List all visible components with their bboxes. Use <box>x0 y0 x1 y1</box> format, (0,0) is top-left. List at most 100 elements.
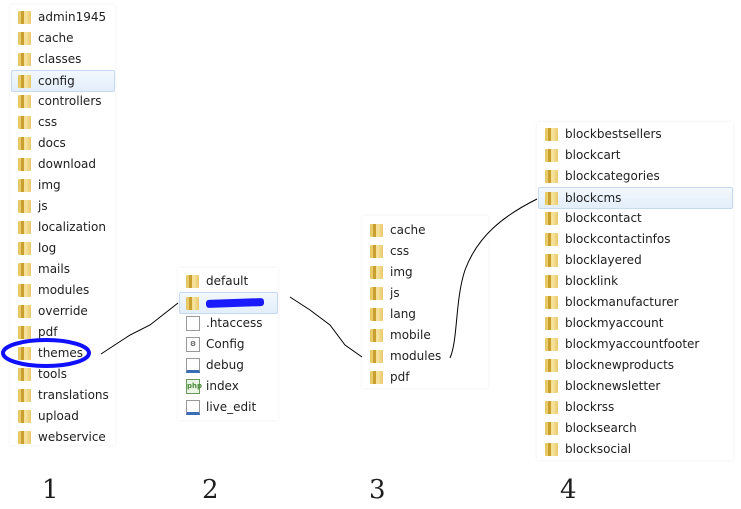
item-label: blockmyaccountfooter <box>565 337 700 351</box>
item-label: blockcms <box>565 191 622 205</box>
item-label: modules <box>390 349 442 363</box>
folder-item[interactable]: upload <box>12 406 115 426</box>
folder-icon <box>18 283 32 297</box>
folder-item[interactable]: classes <box>12 49 115 69</box>
folder-item[interactable]: pdf <box>12 322 115 342</box>
folder-icon <box>545 337 559 351</box>
folder-item[interactable]: blockcms <box>538 187 733 209</box>
folder-item[interactable]: pdf <box>364 367 488 387</box>
folder-item[interactable]: blockmyaccount <box>539 313 733 333</box>
folder-item[interactable]: override <box>12 301 115 321</box>
folder-item[interactable]: mails <box>12 259 115 279</box>
folder-icon <box>545 421 559 435</box>
folder-icon <box>545 358 559 372</box>
item-label: live_edit <box>206 400 257 414</box>
folder-item[interactable]: blockcontactinfos <box>539 229 733 249</box>
folder-icon <box>545 400 559 414</box>
folder-icon <box>18 74 32 88</box>
folder-icon <box>18 52 32 66</box>
folder-item[interactable]: blocknewsletter <box>539 376 733 396</box>
folder-item[interactable]: .htaccess <box>180 313 278 333</box>
folder-item[interactable]: modules <box>12 280 115 300</box>
item-label: blocknewproducts <box>565 358 675 372</box>
folder-item[interactable]: blockcart <box>539 145 733 165</box>
folder-item[interactable]: blocklayered <box>539 250 733 270</box>
folder-item[interactable]: blocklink <box>539 271 733 291</box>
folder-icon <box>545 253 559 267</box>
folder-item[interactable]: blocknewproducts <box>539 355 733 375</box>
item-label: docs <box>38 136 66 150</box>
step-label-1: 1 <box>42 475 59 505</box>
folder-item[interactable]: mobile <box>364 325 488 345</box>
folder-item[interactable]: debug <box>180 355 278 375</box>
folder-icon <box>545 442 559 456</box>
folder-item[interactable]: blocksearch <box>539 418 733 438</box>
folder-item[interactable]: blockbestsellers <box>539 124 733 144</box>
folder-icon <box>545 295 559 309</box>
folder-icon <box>186 296 200 310</box>
folder-item[interactable]: docs <box>12 133 115 153</box>
folder-item[interactable]: img <box>364 262 488 282</box>
folder-item[interactable]: js <box>364 283 488 303</box>
folder-item[interactable]: log <box>12 238 115 258</box>
folder-item[interactable]: lang <box>364 304 488 324</box>
folder-item[interactable]: default <box>180 271 278 291</box>
item-label: config <box>38 74 75 88</box>
connector-line-3 <box>449 198 538 359</box>
folder-icon <box>370 223 384 237</box>
item-label: mails <box>38 262 70 276</box>
folder-item[interactable] <box>179 292 278 314</box>
folder-item[interactable]: translations <box>12 385 115 405</box>
folder-item[interactable]: download <box>12 154 115 174</box>
item-label: controllers <box>38 94 102 108</box>
folder-icon <box>370 244 384 258</box>
item-label: blockcontact <box>565 211 642 225</box>
folder-item[interactable]: blockmanufacturer <box>539 292 733 312</box>
folder-item[interactable]: cache <box>364 220 488 240</box>
folder-item[interactable]: live_edit <box>180 397 278 417</box>
folder-icon <box>18 262 32 276</box>
folder-item[interactable]: localization <box>12 217 115 237</box>
folder-item[interactable]: img <box>12 175 115 195</box>
item-label: modules <box>38 283 90 297</box>
folder-item[interactable]: tools <box>12 364 115 384</box>
folder-item[interactable]: themes <box>12 343 115 363</box>
folder-item[interactable]: cache <box>12 28 115 48</box>
folder-item[interactable]: controllers <box>12 91 115 111</box>
folder-item[interactable]: config <box>11 70 115 92</box>
highlight-circle <box>1 338 91 368</box>
folder-item[interactable]: blockmyaccountfooter <box>539 334 733 354</box>
folder-item[interactable]: modules <box>364 346 488 366</box>
item-label: webservice <box>38 430 106 444</box>
folder-item[interactable]: ⚙Config <box>180 334 278 354</box>
folder-item[interactable]: css <box>364 241 488 261</box>
folder-icon <box>18 199 32 213</box>
folder-icon <box>370 286 384 300</box>
folder-icon <box>18 325 32 339</box>
folder-icon <box>18 94 32 108</box>
connector-line-1 <box>100 302 179 355</box>
folder-icon <box>370 370 384 384</box>
item-label: pdf <box>38 325 58 339</box>
folder-item[interactable]: admin1945 <box>12 7 115 27</box>
folder-item[interactable]: css <box>12 112 115 132</box>
folder-icon <box>18 136 32 150</box>
item-label: .htaccess <box>206 316 263 330</box>
item-label: themes <box>38 346 84 360</box>
folder-item[interactable]: webservice <box>12 427 115 447</box>
item-label: blocksearch <box>565 421 637 435</box>
folder-item[interactable]: blockcontact <box>539 208 733 228</box>
folder-item[interactable]: blocksocial <box>539 439 733 459</box>
folder-icon <box>18 388 32 402</box>
item-label: blockcategories <box>565 169 660 183</box>
item-label: override <box>38 304 88 318</box>
folder-item[interactable]: js <box>12 196 115 216</box>
item-label: img <box>38 178 61 192</box>
folder-item[interactable]: blockcategories <box>539 166 733 186</box>
folder-item[interactable]: blockrss <box>539 397 733 417</box>
item-label: js <box>390 286 400 300</box>
